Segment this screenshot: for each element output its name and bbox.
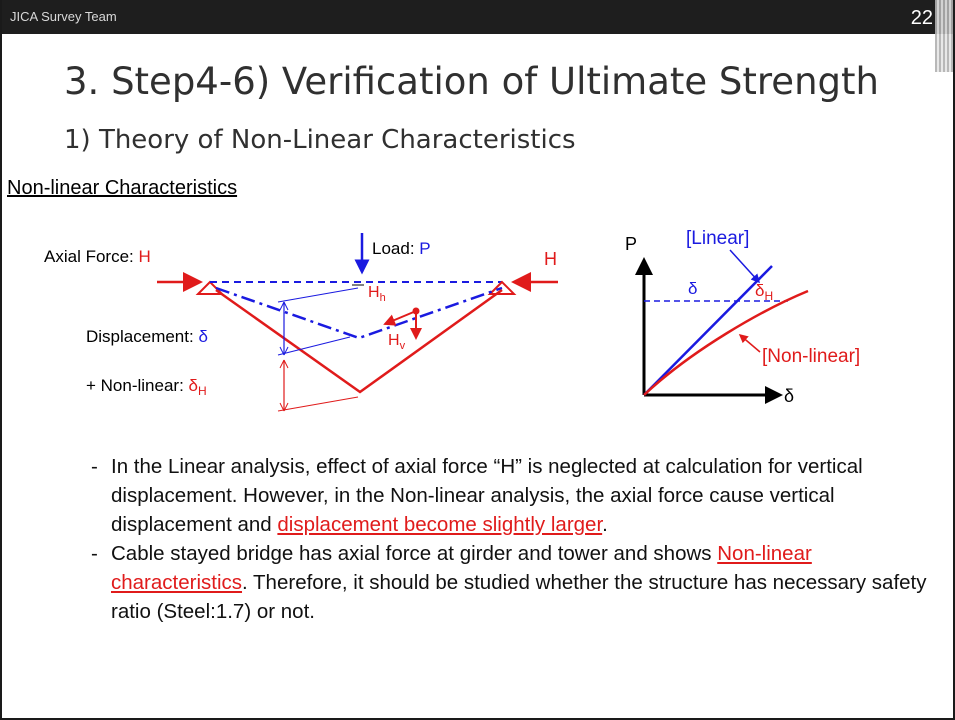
page-number: 22	[910, 7, 933, 29]
nonlinear-displacement-label: + Non-linear: δH	[86, 376, 207, 398]
header-bar: JICA Survey Team 22	[2, 0, 955, 34]
linear-label: [Linear]	[686, 228, 749, 249]
axial-force-label: Axial Force: H	[44, 247, 151, 266]
highlight-text: displacement become slightly larger	[277, 513, 603, 536]
delta-label: δ	[688, 279, 697, 298]
displacement-label: Displacement: δ	[86, 327, 208, 346]
load-displacement-graph: P δ [Linear] δ δH [Non-linear]	[625, 228, 860, 406]
hh-arrow	[383, 310, 417, 326]
linear-curve	[643, 265, 773, 396]
delta-h-label: δH	[755, 281, 773, 303]
page-subtitle: 1) Theory of Non-Linear Characteristics	[64, 125, 576, 155]
page-title: 3. Step4-6) Verification of Ultimate Str…	[64, 60, 879, 103]
nonlinear-deflection-line	[215, 288, 503, 394]
beam-diagram: Axial Force: H Load: P H Hh Hv	[44, 233, 558, 412]
load-label: Load: P	[372, 239, 431, 258]
highlight-text: Non-linear characteristics	[111, 542, 812, 594]
bullet-list: -In the Linear analysis, effect of axial…	[91, 452, 949, 626]
team-label: JICA Survey Team	[10, 9, 117, 24]
nonlinear-pointer	[738, 334, 761, 353]
delta-axis-label: δ	[784, 386, 794, 406]
section-heading: Non-linear Characteristics	[7, 177, 238, 199]
linear-deflection-line	[215, 286, 503, 340]
linear-pointer	[729, 249, 761, 284]
diagram-canvas: Axial Force: H Load: P H Hh Hv	[44, 228, 860, 412]
hh-label: Hh	[368, 284, 386, 304]
nonlinear-curve	[643, 289, 809, 396]
bullet-item: -In the Linear analysis, effect of axial…	[91, 455, 863, 536]
p-axis-label: P	[625, 234, 637, 254]
hv-label: Hv	[388, 332, 406, 352]
right-force-label: H	[544, 249, 557, 269]
corner-decoration	[935, 0, 953, 72]
nonlinear-label: [Non-linear]	[762, 346, 860, 367]
right-support-icon	[487, 280, 517, 295]
bullet-item: -Cable stayed bridge has axial force at …	[91, 542, 927, 623]
